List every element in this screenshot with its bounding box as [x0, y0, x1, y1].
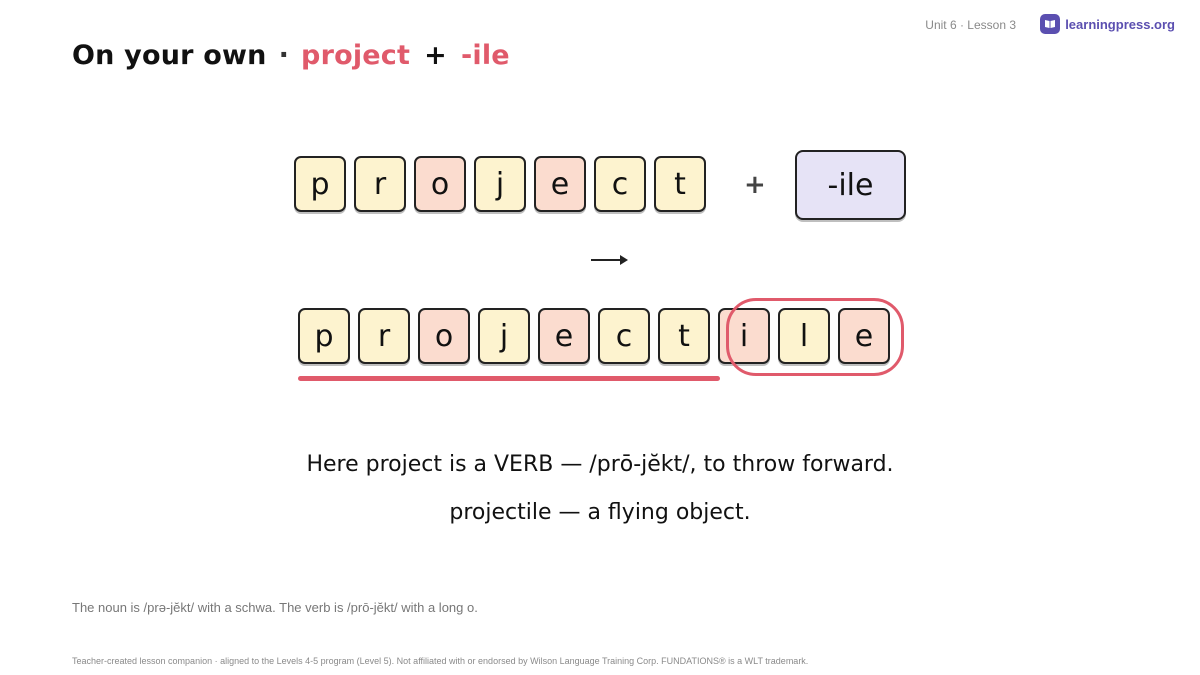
- plus-operator: +: [744, 170, 766, 200]
- result-letter-tile: j: [478, 308, 530, 364]
- result-letter-tile: e: [538, 308, 590, 364]
- footer-disclaimer: Teacher-created lesson companion · align…: [72, 656, 809, 666]
- title-prefix: On your own: [72, 40, 267, 71]
- result-letter-tile: l: [778, 308, 830, 364]
- arrow-right-icon: [590, 252, 630, 272]
- pronunciation-note: The noun is /prə-jĕkt/ with a schwa. The…: [72, 600, 478, 615]
- result-letter-tile: t: [658, 308, 710, 364]
- result-letter-tile: c: [598, 308, 650, 364]
- explanation-line-1: Here project is a VERB — /prō-jĕkt/, to …: [306, 452, 894, 477]
- title-base-word: project: [301, 40, 411, 71]
- base-letter-tile: e: [534, 156, 586, 212]
- base-letter-tile: r: [354, 156, 406, 212]
- result-letter-tile: p: [298, 308, 350, 364]
- title-plus: +: [424, 40, 447, 71]
- result-letter-tile: r: [358, 308, 410, 364]
- brand-logo[interactable]: learningpress.org: [1040, 14, 1175, 34]
- title-suffix: -ile: [460, 40, 510, 71]
- brand-name: learningpress.org: [1065, 16, 1175, 32]
- base-letter-tile: j: [474, 156, 526, 212]
- page-title: On your own · project + -ile: [72, 40, 510, 71]
- suffix-tile: -ile: [795, 150, 906, 220]
- base-letter-tile: o: [414, 156, 466, 212]
- title-separator: ·: [278, 40, 290, 71]
- base-underline: [298, 376, 720, 381]
- base-letter-tile: p: [294, 156, 346, 212]
- base-letter-tile: t: [654, 156, 706, 212]
- base-letter-tile: c: [594, 156, 646, 212]
- explanation-line-2: projectile — a flying object.: [449, 500, 751, 525]
- lesson-label: Unit 6 · Lesson 3: [925, 18, 1016, 32]
- suffix-highlight-ring: [726, 298, 904, 376]
- result-letter-tile: o: [418, 308, 470, 364]
- book-icon: [1040, 14, 1061, 34]
